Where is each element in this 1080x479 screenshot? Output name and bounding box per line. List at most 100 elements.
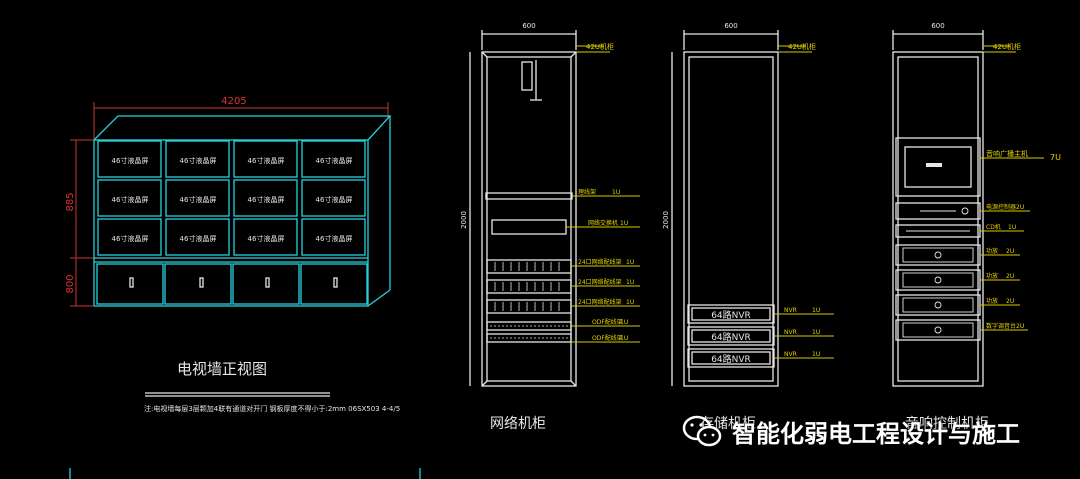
cab1-item-label: ODF配线架 <box>592 334 623 342</box>
cab2-top-label: 42U机柜 <box>788 42 816 51</box>
wechat-icon <box>682 415 724 449</box>
screen <box>301 218 366 256</box>
screen-label: 46寸液晶屏 <box>112 195 149 204</box>
cab3-item-label: 数字调音台 <box>986 322 1016 330</box>
cabinet-door <box>96 263 164 305</box>
screen-label: 46寸液晶屏 <box>112 234 149 243</box>
screen-grid: 46寸液晶屏 46寸液晶屏 46寸液晶屏 46寸液晶屏 46寸液晶屏 46寸液晶… <box>97 140 366 256</box>
cab1-height-dim: 2000 <box>460 211 468 229</box>
screen-label: 46寸液晶屏 <box>316 195 353 204</box>
cab3-item-u: 2U <box>1016 323 1024 330</box>
screen <box>165 140 230 178</box>
cabinet-door <box>232 263 300 305</box>
tv-wall-height-dim-upper: 885 <box>65 192 76 211</box>
cab1-item-u: 1U <box>626 279 634 286</box>
cab1-item-label: 24口网络配线架 <box>578 278 622 286</box>
cab2-height-dim: 2000 <box>662 211 670 229</box>
cab1-top-label: 42U机柜 <box>586 42 614 51</box>
screen <box>165 218 230 256</box>
door-handle <box>265 277 270 288</box>
cab2-item-u: 1U <box>812 351 820 358</box>
tv-wall-top <box>93 115 392 141</box>
watermark-text: 智能化弱电工程设计与施工 <box>732 420 1020 448</box>
cabinet-door <box>164 263 232 305</box>
screen-label: 46寸液晶屏 <box>248 156 285 165</box>
screen-label: 46寸液晶屏 <box>112 156 149 165</box>
tv-wall-width-dim: 4205 <box>221 96 246 107</box>
door-handle <box>199 277 204 288</box>
cab2-item-label: NVR <box>784 351 797 358</box>
cab1-frame <box>481 51 577 387</box>
cab1-item-u: 1U <box>620 319 628 326</box>
storage-cabinet: 600 42U机柜 2000 64路NVR 64路NVR 64路NVR NVR … <box>662 22 834 432</box>
screen <box>97 179 162 217</box>
cab3-item-u: 2U <box>1006 298 1014 305</box>
cab3-item-label: 功放 <box>986 297 998 305</box>
cabinet-door <box>300 263 368 305</box>
screen <box>301 140 366 178</box>
nvr-label: 64路NVR <box>711 331 751 343</box>
cab2-item-u: 1U <box>812 329 820 336</box>
cab2-width-label: 600 <box>724 22 737 30</box>
cab3-item-u: 7U <box>1050 153 1061 162</box>
cab3-item-u: 2U <box>1006 273 1014 280</box>
cab3-item-label: CD机 <box>986 223 1001 231</box>
tv-wall-frame <box>93 139 369 307</box>
cab1-item-label: 理线架 <box>578 188 596 196</box>
screen-label: 46寸液晶屏 <box>180 156 217 165</box>
cab2-item-label: NVR <box>784 307 797 314</box>
cable-manager <box>485 192 573 200</box>
screen-label: 46寸液晶屏 <box>316 156 353 165</box>
cab1-item-label: 24口网络配线架 <box>578 298 622 306</box>
tv-wall-elevation: 4205 885 800 46寸液晶屏 <box>65 96 421 479</box>
screen <box>233 179 298 217</box>
screen-label: 46寸液晶屏 <box>180 195 217 204</box>
cab1-item-u: 1U <box>620 220 628 227</box>
host-screen <box>904 146 972 188</box>
screen-label: 46寸液晶屏 <box>180 234 217 243</box>
broadcast-host <box>895 137 981 197</box>
patch-panel <box>486 259 572 274</box>
cab3-item-label: 电源控制器 <box>986 203 1016 211</box>
network-cabinet: 600 42U机柜 2000 <box>460 22 640 432</box>
nvr-label: 64路NVR <box>711 353 751 365</box>
patch-panel <box>486 299 572 314</box>
screen-label: 46寸液晶屏 <box>248 195 285 204</box>
cab3-item-label: 功放 <box>986 272 998 280</box>
screen <box>165 179 230 217</box>
cab1-width-label: 600 <box>522 22 535 30</box>
cab3-item-label: 功放 <box>986 247 998 255</box>
tv-wall-title: 电视墙正视图 <box>177 360 267 378</box>
screen <box>301 179 366 217</box>
cab1-caption: 网络机柜 <box>490 416 546 432</box>
cab3-item-u: 2U <box>1016 204 1024 211</box>
cab3-caption: 音响控制机柜 <box>905 415 989 432</box>
av-cabinet: 600 42U机柜 <box>892 22 1061 432</box>
tv-wall-note: 注:电视墙每层3层颗加4联有通道对开门 钢板厚度不得小于:2mm 06SX503… <box>144 404 400 413</box>
tv-wall-side-bottom <box>367 289 391 307</box>
cab3-item-u: 2U <box>1006 248 1014 255</box>
screen <box>233 218 298 256</box>
cab1-item-u: 1U <box>626 259 634 266</box>
cab2-item-u: 1U <box>812 307 820 314</box>
cab1-item-label: 网络交换机 <box>588 219 618 227</box>
cab3-width-label: 600 <box>931 22 944 30</box>
odf-panel <box>486 333 572 343</box>
cabinet-doors <box>96 263 368 305</box>
screen <box>97 218 162 256</box>
screen <box>233 140 298 178</box>
cab3-top-label: 42U机柜 <box>993 42 1021 51</box>
door-handle <box>129 277 134 288</box>
cab1-item-u: 1U <box>612 189 620 196</box>
cab1-item-u: 1U <box>620 335 628 342</box>
cab1-item-u: 1U <box>626 299 634 306</box>
nvr-label: 64路NVR <box>711 309 751 321</box>
screen-label: 46寸液晶屏 <box>248 234 285 243</box>
screen <box>97 140 162 178</box>
tv-wall-height-dim-lower: 800 <box>65 274 76 293</box>
cab3-item-label: 音响广播主机 <box>986 149 1028 158</box>
cab1-item-label: ODF配线架 <box>592 318 623 326</box>
patch-panel <box>486 279 572 294</box>
cab1-item-label: 24口网络配线架 <box>578 258 622 266</box>
